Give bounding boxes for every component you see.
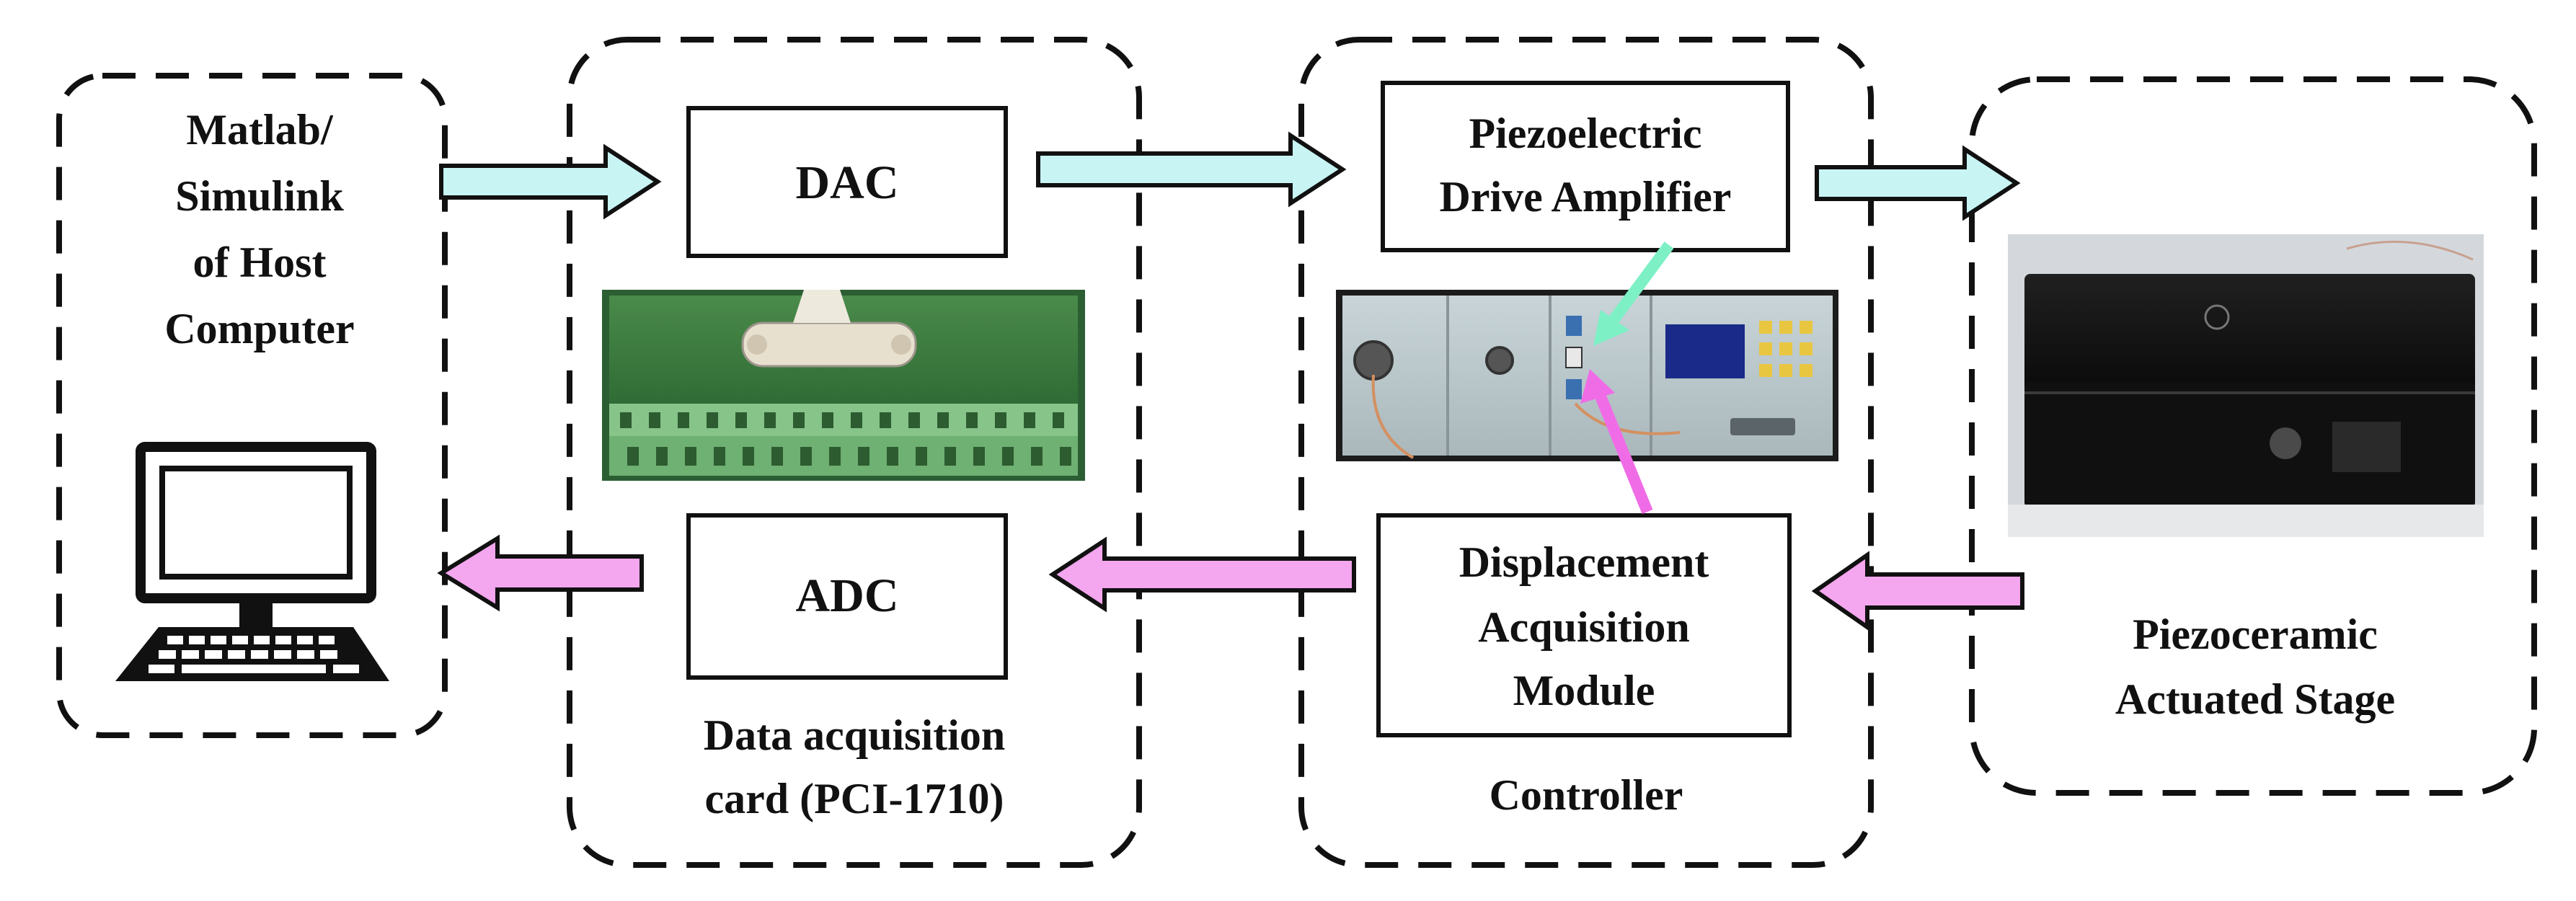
stage-label-line1: Piezoceramic	[2133, 611, 2378, 658]
amplifier-block	[1381, 81, 1790, 252]
controller-panel-photo	[1336, 290, 1838, 461]
adc-block	[686, 513, 1008, 680]
stage-group	[1969, 76, 2537, 796]
host-label-line1: Matlab/	[186, 106, 334, 154]
displacement-pointer-arrow	[1580, 369, 1653, 515]
host-label-line4: Computer	[164, 305, 354, 352]
terminal-board-photo	[602, 290, 1085, 481]
dac-block	[686, 106, 1008, 258]
arrow-displacement-to-adc	[1048, 536, 1356, 613]
arrow-stage-to-displacement	[1811, 551, 2024, 631]
arrow-dac-to-amplifier	[1036, 131, 1347, 208]
amplifier-pointer-arrow	[1593, 241, 1674, 346]
adc-label: ADC	[796, 569, 899, 622]
daq-group	[567, 37, 1142, 868]
daq-label-line2: card (PCI-1710)	[705, 775, 1004, 822]
desktop-computer-icon	[115, 442, 389, 681]
stage-photo	[2008, 234, 2484, 537]
arrow-adc-to-host	[437, 534, 644, 612]
controller-label: Controller	[1490, 771, 1683, 819]
displacement-block	[1376, 513, 1792, 737]
displacement-label-line2: Acquisition	[1478, 603, 1689, 651]
host-label-line3: of Host	[193, 239, 327, 286]
host-group	[56, 73, 448, 738]
arrow-amplifier-to-stage	[1815, 145, 2021, 221]
arrow-host-to-dac	[439, 143, 662, 220]
amplifier-label-line1: Piezoelectric	[1469, 110, 1701, 157]
displacement-label-line1: Displacement	[1459, 538, 1709, 586]
dac-label: DAC	[796, 156, 899, 209]
displacement-label-line3: Module	[1513, 667, 1655, 714]
daq-label-line1: Data acquisition	[704, 711, 1005, 759]
controller-group	[1298, 37, 1874, 868]
amplifier-label-line2: Drive Amplifier	[1440, 173, 1732, 221]
host-label-line2: Simulink	[175, 172, 344, 220]
stage-label-line2: Actuated Stage	[2115, 675, 2395, 723]
